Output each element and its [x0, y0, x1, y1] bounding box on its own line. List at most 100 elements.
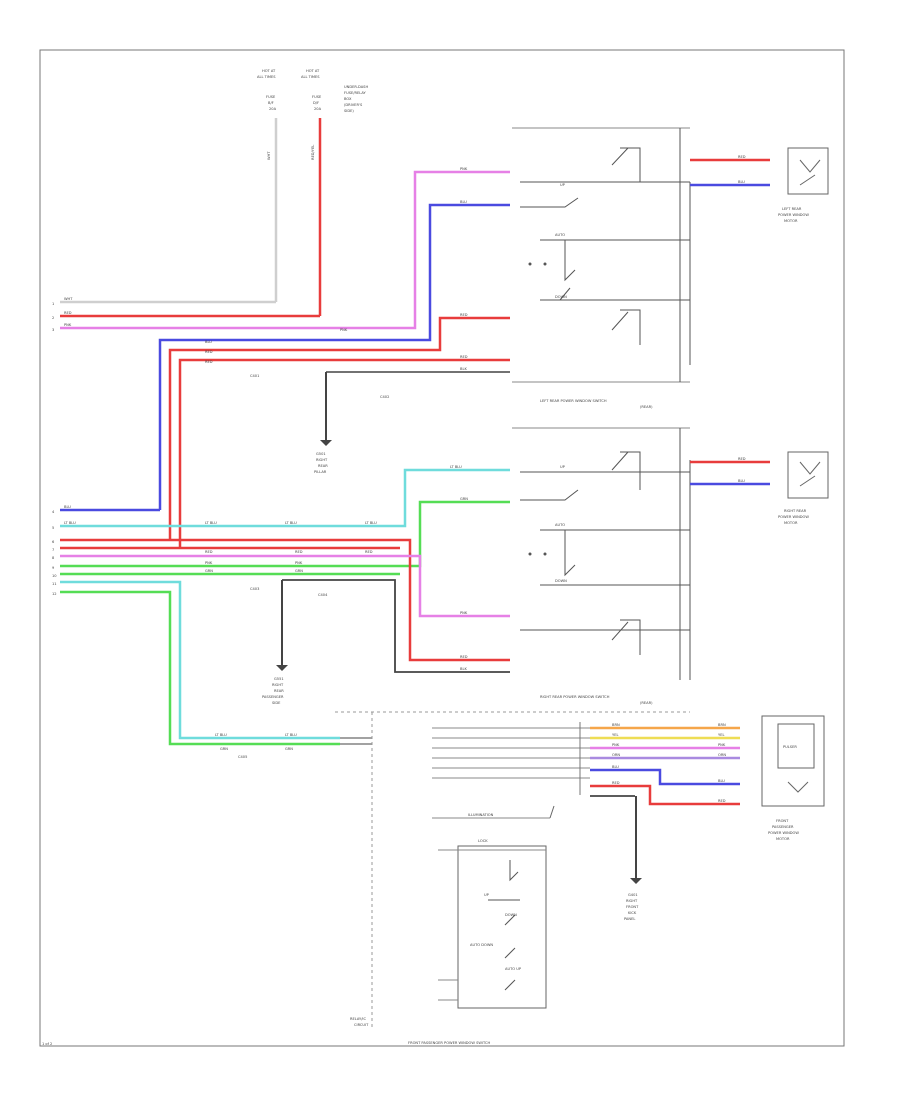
lr-up-label: UP [560, 183, 566, 187]
fp-down-label: DOWN [505, 913, 517, 917]
left-fuse-label-2: B/F [268, 101, 274, 105]
harness-green-label: GRN [220, 747, 228, 751]
right-fuse-label-3: 20A [314, 107, 322, 111]
right-fuse-wire-color: RED/YEL [311, 145, 315, 160]
lr-pink-label-2: PNK [340, 328, 348, 332]
rr-lb-label-4: LT BLU [365, 521, 377, 525]
lr-red-label-3: RED [205, 350, 213, 354]
lr-red-label-4: RED [205, 360, 213, 364]
lr-in-red-2: RED [460, 355, 468, 359]
relay-ic-circuit [457, 845, 547, 1009]
lock-label: LOCK [478, 839, 488, 843]
lr-auto-label: AUTO [555, 233, 565, 237]
right-fuse-label-2: D/F [313, 101, 319, 105]
connector-c403: C403 [250, 587, 259, 591]
g2-label-3: REAR [274, 689, 284, 693]
rr-in-lightblue: LT BLU [450, 465, 462, 469]
rr-green-label-3: GRN [295, 569, 303, 573]
rr-up-label: UP [560, 465, 566, 469]
term-lb-label: LT BLU [64, 521, 76, 525]
left-fuse-label-1: FUSE [266, 95, 276, 99]
rr-motor-label-3: MOTOR [784, 521, 798, 525]
term-pink-label: PNK [64, 323, 72, 327]
rr-red-label-2: RED [205, 550, 213, 554]
connector-c402: C402 [380, 395, 389, 399]
rr-red-label-4: RED [365, 550, 373, 554]
harness-lb-label: LT BLU [215, 733, 227, 737]
g3-label-5: PANEL [624, 917, 635, 921]
connector-c401: C401 [250, 374, 259, 378]
lr-down-label: DOWN [555, 295, 567, 299]
fp-auto-up-label: AUTO UP [505, 967, 522, 971]
g2-label-1: G551 [274, 677, 284, 681]
left-rear-input-wires: PNK BLU RED RED BLK PNK BLU RED RED C401… [60, 167, 510, 548]
g2-label-2: RIGHT [272, 683, 284, 687]
svg-text:7: 7 [52, 548, 54, 552]
lr-in-pink: PNK [460, 167, 468, 171]
g2-label-4: PASSENGER [262, 695, 284, 699]
rr-down-label: DOWN [555, 579, 567, 583]
fp-blue-label: BLU [612, 765, 619, 769]
lr-motor-label-1: LEFT REAR [782, 207, 802, 211]
rr-lb-label-3: LT BLU [285, 521, 297, 525]
rr-in-red: RED [460, 655, 468, 659]
fp-orange-label: ORN [612, 753, 620, 757]
fp-motor-label-2: PASSENGER [772, 825, 794, 829]
right-source-label-2: ALL TIMES [301, 75, 320, 79]
g1-label-4: PILLAR [314, 470, 327, 474]
svg-text:11: 11 [52, 582, 57, 586]
fp-motor-label-1: FRONT [776, 819, 789, 823]
left-rear-switch-label: LEFT REAR POWER WINDOW SWITCH [540, 399, 607, 403]
fp-yellow-label: YEL [612, 733, 618, 737]
left-terminals: 1 2 3 4 5 6 7 8 9 10 11 12 WHT RED PNK B… [52, 297, 76, 596]
harness-green-label-2: GRN [285, 747, 293, 751]
rr-motor-wire-red: RED [738, 457, 746, 461]
fuse-box-note-2: FUSE/RELAY [344, 91, 366, 95]
pulser-label: PULSER [783, 745, 797, 749]
rr-in-black: BLK [460, 667, 467, 671]
g2-label-5: SIDE [272, 701, 281, 705]
g1-label-3: REAR [318, 464, 328, 468]
g1-label-1: G501 [316, 452, 326, 456]
svg-text:2: 2 [52, 316, 54, 320]
fp-orange-label-2: ORN [718, 753, 726, 757]
term-white-label: WHT [64, 297, 73, 301]
fp-up-label: UP [484, 893, 490, 897]
lr-motor-label-2: POWER WINDOW [778, 213, 809, 217]
relay-circuit-label-2: CIRCUIT [354, 1023, 369, 1027]
rr-green-label-2: GRN [205, 569, 213, 573]
svg-text:3: 3 [52, 328, 54, 332]
fuse-box-note-3: BOX [344, 97, 352, 101]
left-fuse-wire-color: WHT [267, 151, 271, 160]
svg-text:5: 5 [52, 526, 54, 530]
fuse-box-note-5: SIDE) [344, 109, 354, 113]
rr-lb-label-2: LT BLU [205, 521, 217, 525]
left-source-label-1: HOT AT [262, 69, 276, 73]
lr-in-blue: BLU [460, 200, 467, 204]
relay-circuit-label-1: RELAY/IC [350, 1017, 366, 1021]
left-rear-switch-group: UP AUTO DOWN RED BLU LEFT REAR POWER WIN… [512, 127, 829, 409]
top-sources: HOT AT ALL TIMES HOT AT ALL TIMES FUSE B… [60, 69, 368, 318]
g3-label-1: G401 [628, 893, 638, 897]
fp-yellow-label-2: YEL [718, 733, 724, 737]
rr-pink-label-2: PNK [205, 561, 213, 565]
fp-brown-label: BRN [612, 723, 620, 727]
front-passenger-switch-group: BRN YEL PNK ORN BLU RED BRN YEL PNK ORN … [335, 711, 825, 1045]
fp-motor-label-4: MOTOR [776, 837, 790, 841]
connector-c405: C405 [238, 755, 247, 759]
left-source-label-2: ALL TIMES [257, 75, 276, 79]
fp-pink-label-2: PNK [718, 743, 726, 747]
left-rear-motor [787, 147, 829, 195]
front-passenger-motor [761, 715, 825, 807]
svg-text:12: 12 [52, 592, 57, 596]
rr-auto-label: AUTO [555, 523, 565, 527]
g3-label-3: FRONT [626, 905, 639, 909]
term-blue-label: BLU [64, 505, 71, 509]
lr-in-black: BLK [460, 367, 467, 371]
fp-blue-label-2: BLU [718, 779, 725, 783]
lr-motor-wire-blue: BLU [738, 180, 745, 184]
right-rear-switch-group: UP AUTO DOWN RED BLU RIGHT REAR POWER WI… [512, 427, 829, 705]
lr-blue-label-2: BLU [205, 340, 212, 344]
svg-text:1: 1 [52, 302, 54, 306]
